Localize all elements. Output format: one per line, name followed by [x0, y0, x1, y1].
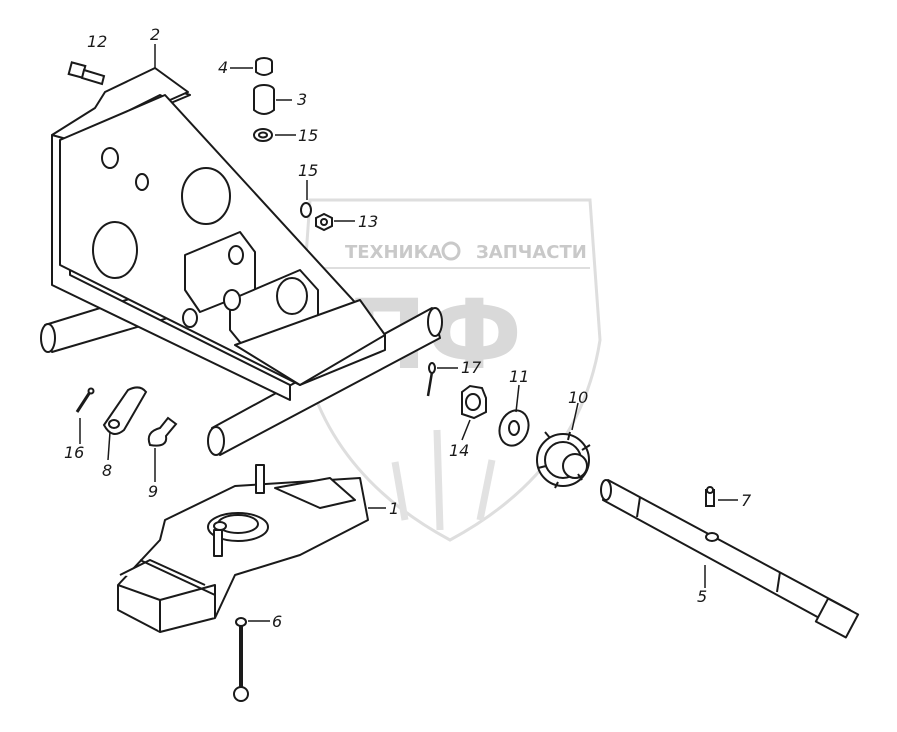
part-11-washer	[498, 409, 530, 447]
watermark-shield	[298, 198, 602, 542]
callout-10: 10	[568, 388, 588, 407]
wheat-icon	[391, 429, 496, 531]
watermark-brand-left: ТЕХНИКА	[345, 242, 442, 263]
callout-3: 3	[297, 90, 307, 109]
part-8-clamp	[102, 386, 148, 435]
callout-4: 4	[218, 58, 228, 77]
callout-16: 16	[64, 443, 84, 462]
part-7-pin	[705, 486, 715, 507]
callout-7: 7	[741, 491, 752, 510]
callout-9: 9	[148, 482, 158, 501]
part-14-castle-nut	[461, 384, 487, 420]
part-5-shaft	[600, 479, 860, 639]
callout-labels: 12 2 4 3 15 15 13 17 11 10 14 7 5 1 6 16…	[64, 25, 752, 631]
part-3-sleeve	[253, 84, 275, 115]
small-parts	[67, 57, 715, 507]
callout-17: 17	[461, 358, 482, 377]
callout-15-mid: 15	[298, 161, 318, 180]
callout-8: 8	[102, 461, 112, 480]
callout-5: 5	[697, 587, 707, 606]
gear-icon	[441, 241, 461, 261]
part-2-bracket	[40, 67, 443, 456]
callout-2: 2	[150, 25, 160, 44]
part-10-gear	[536, 431, 591, 489]
part-6-rod	[233, 617, 249, 702]
part-16-pin	[75, 387, 95, 413]
watermark-brand-right: ЗАПЧАСТИ	[476, 242, 587, 263]
watermark: ТЕХНИКА ЗАПЧАСТИ ЭПФ	[276, 198, 602, 542]
part-1-base-plate	[117, 464, 369, 633]
callout-1: 1	[389, 499, 399, 518]
part-13-nut	[315, 212, 333, 232]
callout-11: 11	[509, 367, 529, 386]
callout-6: 6	[272, 612, 282, 631]
callout-14: 14	[449, 441, 469, 460]
callout-13: 13	[358, 212, 378, 231]
part-4-cap	[255, 57, 273, 76]
callout-12: 12	[87, 32, 107, 51]
part-12-bolt	[67, 61, 106, 86]
part-9-clip	[147, 416, 178, 447]
leader-lines	[79, 44, 738, 622]
part-17-cotter-pin	[426, 362, 436, 397]
part-15-washer-mid	[300, 202, 312, 218]
callout-15-top: 15	[298, 126, 318, 145]
part-15-washer-top-hole	[258, 131, 268, 139]
